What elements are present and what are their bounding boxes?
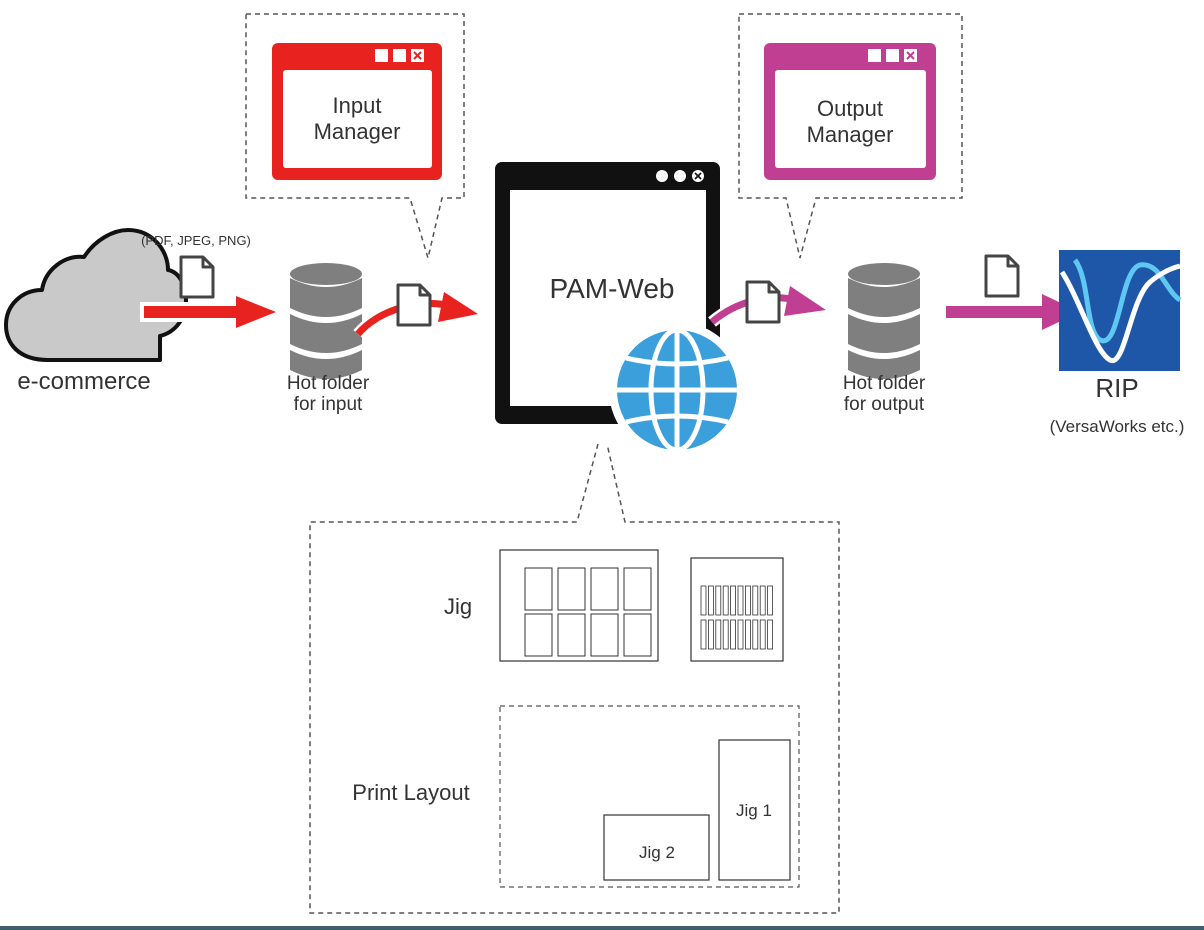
jig-slot	[557, 613, 586, 657]
document-icon	[179, 255, 215, 299]
jig-slot	[524, 567, 553, 611]
jig-slot	[708, 585, 714, 616]
file-formats-label: (PDF, JPEG, PNG)	[141, 233, 251, 248]
jig-slot	[737, 619, 744, 650]
print-layout-area	[499, 705, 800, 888]
rip-label: RIP	[1095, 373, 1138, 403]
output-manager-label-line2: Manager	[807, 122, 894, 147]
jig-1-label: Jig 1	[736, 801, 772, 820]
hot-folder-input-icon	[290, 263, 362, 379]
jig-slot	[767, 619, 773, 650]
window-dot-icon	[674, 170, 686, 182]
jig-1-block: Jig 1	[718, 739, 791, 881]
jig-slot	[759, 619, 766, 650]
jig-slot	[722, 619, 729, 650]
rip-sublabel: (VersaWorks etc.)	[1050, 417, 1185, 436]
jig-slot	[557, 567, 586, 611]
hot-folder-output-icon	[848, 263, 920, 379]
minimize-icon	[868, 49, 881, 62]
input-manager-callout: Input Manager	[245, 13, 465, 261]
input-manager-label-line1: Input	[333, 93, 382, 118]
rip-icon	[1059, 250, 1182, 371]
output-manager-callout: Output Manager	[738, 13, 963, 259]
jig-slot	[590, 567, 619, 611]
jig-slot	[700, 585, 707, 616]
jig-slot	[715, 585, 722, 616]
jig-slot	[767, 585, 773, 616]
document-icon	[745, 280, 781, 324]
jig-slot	[590, 613, 619, 657]
jig-slot	[759, 585, 766, 616]
jig-slot	[745, 585, 751, 616]
document-icon	[984, 254, 1020, 298]
maximize-icon	[886, 49, 899, 62]
globe-icon	[609, 322, 745, 458]
input-manager-label-line2: Manager	[314, 119, 401, 144]
minimize-icon	[375, 49, 388, 62]
print-layout-label: Print Layout	[352, 780, 469, 805]
ecommerce-label: e-commerce	[17, 368, 150, 395]
cloud-icon	[4, 228, 188, 362]
window-dot-icon	[656, 170, 668, 182]
jig-2-block: Jig 2	[603, 814, 710, 881]
jig-slot	[745, 619, 751, 650]
jig-multi-slot	[690, 557, 784, 662]
jig-slot	[752, 619, 759, 650]
jig-slot	[730, 585, 736, 616]
jig-slot	[715, 619, 722, 650]
pam-web-title: PAM-Web	[550, 273, 675, 304]
output-manager-window[interactable]: Output Manager	[764, 43, 936, 180]
jig-slot	[752, 585, 759, 616]
arrow-to-input-folder	[140, 296, 276, 328]
output-manager-label-line1: Output	[817, 96, 883, 121]
hot-folder-output-line2: for output	[844, 394, 925, 415]
jig-slot	[722, 585, 729, 616]
hot-folder-input-line2: for input	[294, 394, 363, 415]
jig-slot	[623, 613, 652, 657]
jig-slot	[730, 619, 736, 650]
hot-folder-input-line1: Hot folder	[287, 373, 370, 394]
jig-2-label: Jig 2	[639, 843, 675, 862]
jig-slot	[524, 613, 553, 657]
maximize-icon	[393, 49, 406, 62]
jig-label: Jig	[444, 594, 472, 619]
pam-web-callout	[309, 443, 840, 914]
bottom-border	[0, 926, 1204, 930]
jig-slot	[737, 585, 744, 616]
jig-slot	[708, 619, 714, 650]
jig-slot	[700, 619, 707, 650]
hot-folder-output-line1: Hot folder	[843, 373, 926, 394]
jig-slot	[623, 567, 652, 611]
input-manager-window[interactable]: Input Manager	[272, 43, 442, 180]
jig-8-slot	[499, 549, 659, 662]
document-icon	[396, 283, 432, 327]
